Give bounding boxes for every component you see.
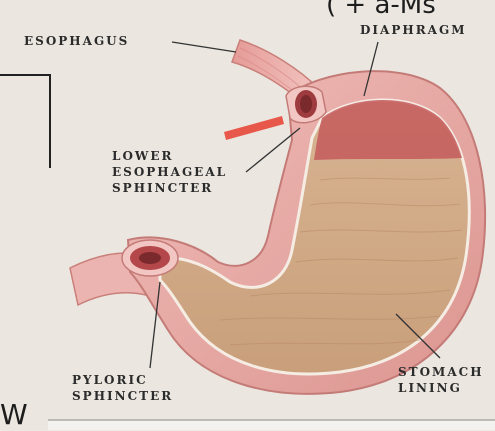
les-label-line1: LOWER <box>112 148 227 164</box>
les-label-line3: SPHINCTER <box>112 180 227 196</box>
pyloric-sphincter <box>122 240 178 276</box>
pyloric-sphincter-label: PYLORIC SPHINCTER <box>72 372 173 404</box>
esophagus-label: ESOPHAGUS <box>24 33 129 49</box>
bottom-panel-strip <box>48 420 495 430</box>
lower-esophageal-sphincter-label: LOWER ESOPHAGEAL SPHINCTER <box>112 148 227 196</box>
overlay-text-bottom: W <box>0 398 28 431</box>
overlay-text-top: ( + a-Ms <box>326 0 436 20</box>
lining-label-line1: STOMACH <box>398 364 484 380</box>
les-label-line2: ESOPHAGEAL <box>112 164 227 180</box>
pyloric-label-line1: PYLORIC <box>72 372 173 388</box>
pyloric-label-line2: SPHINCTER <box>72 388 173 404</box>
lower-esophageal-sphincter <box>286 86 326 123</box>
diaphragm-label: DIAPHRAGM <box>360 22 467 38</box>
stomach-lining-label: STOMACH LINING <box>398 364 484 396</box>
lining-label-line2: LINING <box>398 380 484 396</box>
